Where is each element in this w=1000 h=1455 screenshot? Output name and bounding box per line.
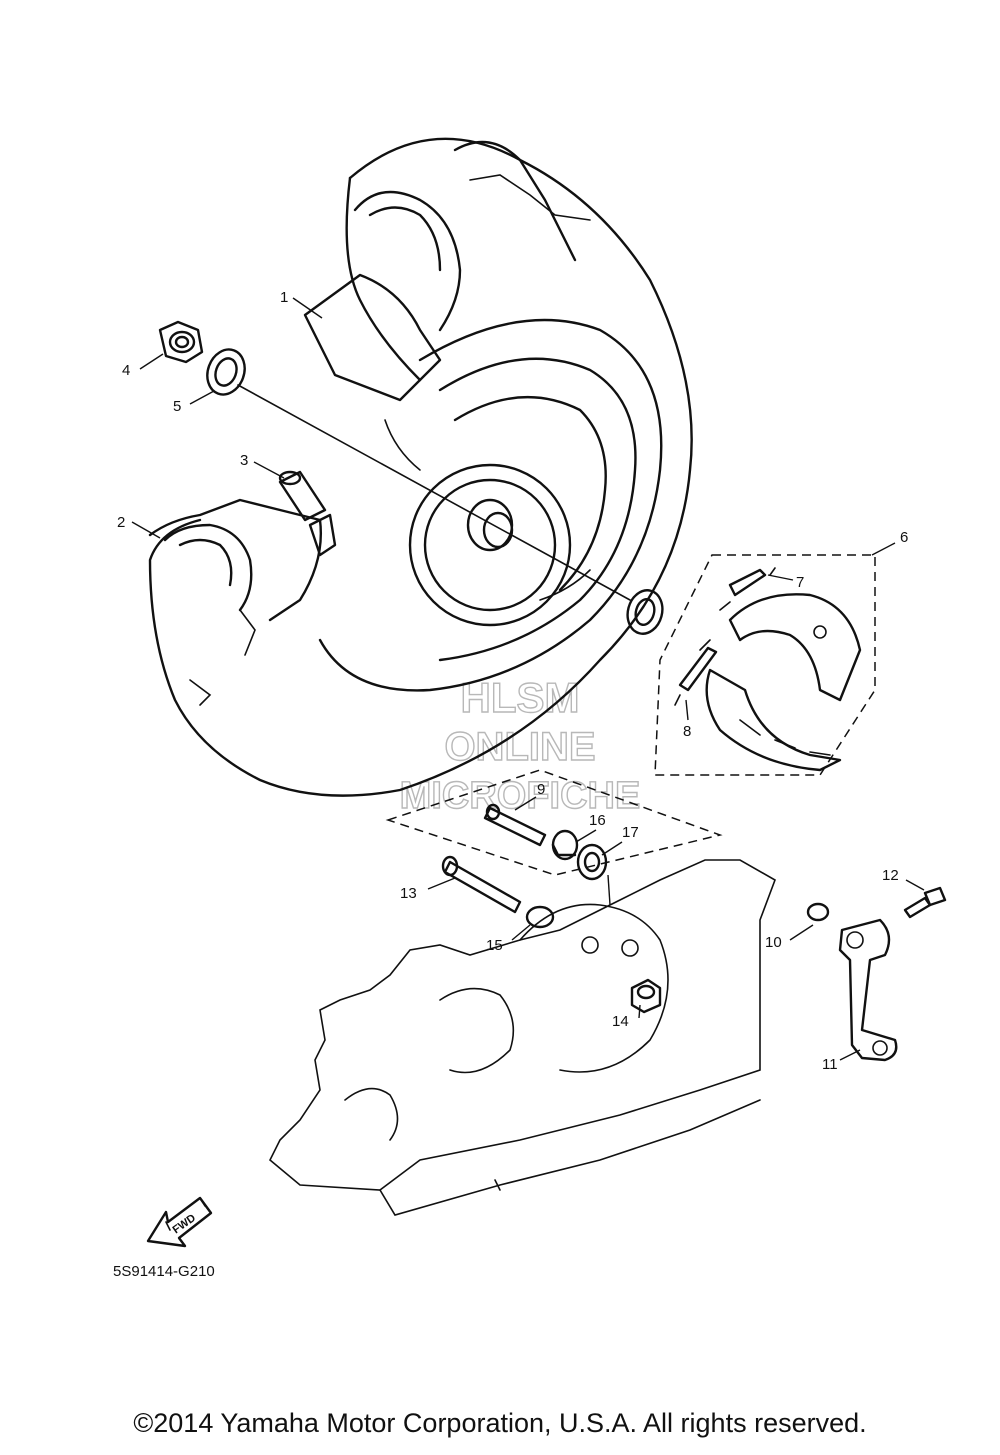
callout-10: 10	[765, 934, 782, 951]
leader-lines	[131, 297, 925, 1061]
hub-spacer[interactable]	[623, 586, 667, 637]
brake-shaft[interactable]	[441, 855, 522, 914]
callout-16: 16	[589, 812, 606, 829]
brake-camshaft[interactable]	[483, 803, 547, 847]
callout-4: 4	[122, 362, 130, 379]
copyright-notice: ©2014 Yamaha Motor Corporation, U.S.A. A…	[133, 1408, 867, 1438]
callout-3: 3	[240, 452, 248, 469]
axle-nut[interactable]	[158, 320, 204, 364]
rear-wheel[interactable]	[148, 137, 693, 797]
brake-arm[interactable]	[838, 918, 898, 1062]
callout-11: 11	[822, 1056, 838, 1073]
callout-7: 7	[796, 574, 804, 591]
o-ring[interactable]	[525, 905, 555, 929]
brake-shoe-kit[interactable]	[654, 554, 876, 776]
callout-6: 6	[900, 529, 908, 546]
callout-9: 9	[537, 781, 545, 798]
watermark: HLSM ONLINE MICROFICHE	[399, 673, 641, 817]
callout-12: 12	[882, 867, 899, 884]
callout-17: 17	[622, 824, 639, 841]
brake-arm-bolt[interactable]	[903, 886, 947, 919]
fwd-arrow-icon: FWD	[146, 1196, 213, 1248]
callout-1: 1	[280, 289, 288, 306]
callout-14: 14	[612, 1013, 629, 1030]
watermark-line-3: MICROFICHE	[400, 775, 641, 817]
callout-13: 13	[400, 885, 417, 902]
diagram-code: 5S91414-G210	[113, 1263, 215, 1280]
washer[interactable]	[201, 344, 251, 400]
callout-8: 8	[683, 723, 691, 740]
cam-seal[interactable]	[551, 829, 579, 861]
arm-washer[interactable]	[806, 902, 830, 922]
assembly-plane	[385, 769, 723, 876]
axle-axis-line	[237, 384, 631, 601]
crankcase	[269, 859, 776, 1216]
cam-washer[interactable]	[576, 843, 608, 881]
callout-5: 5	[173, 398, 181, 415]
callouts: 1 2 3 4 5 6 7 8 9 10 11 12 13 14 15 16 1…	[117, 289, 908, 1073]
callout-15: 15	[486, 937, 503, 954]
axle-collar[interactable]	[278, 470, 337, 557]
shaft-nut[interactable]	[630, 978, 662, 1014]
callout-2: 2	[117, 514, 125, 531]
